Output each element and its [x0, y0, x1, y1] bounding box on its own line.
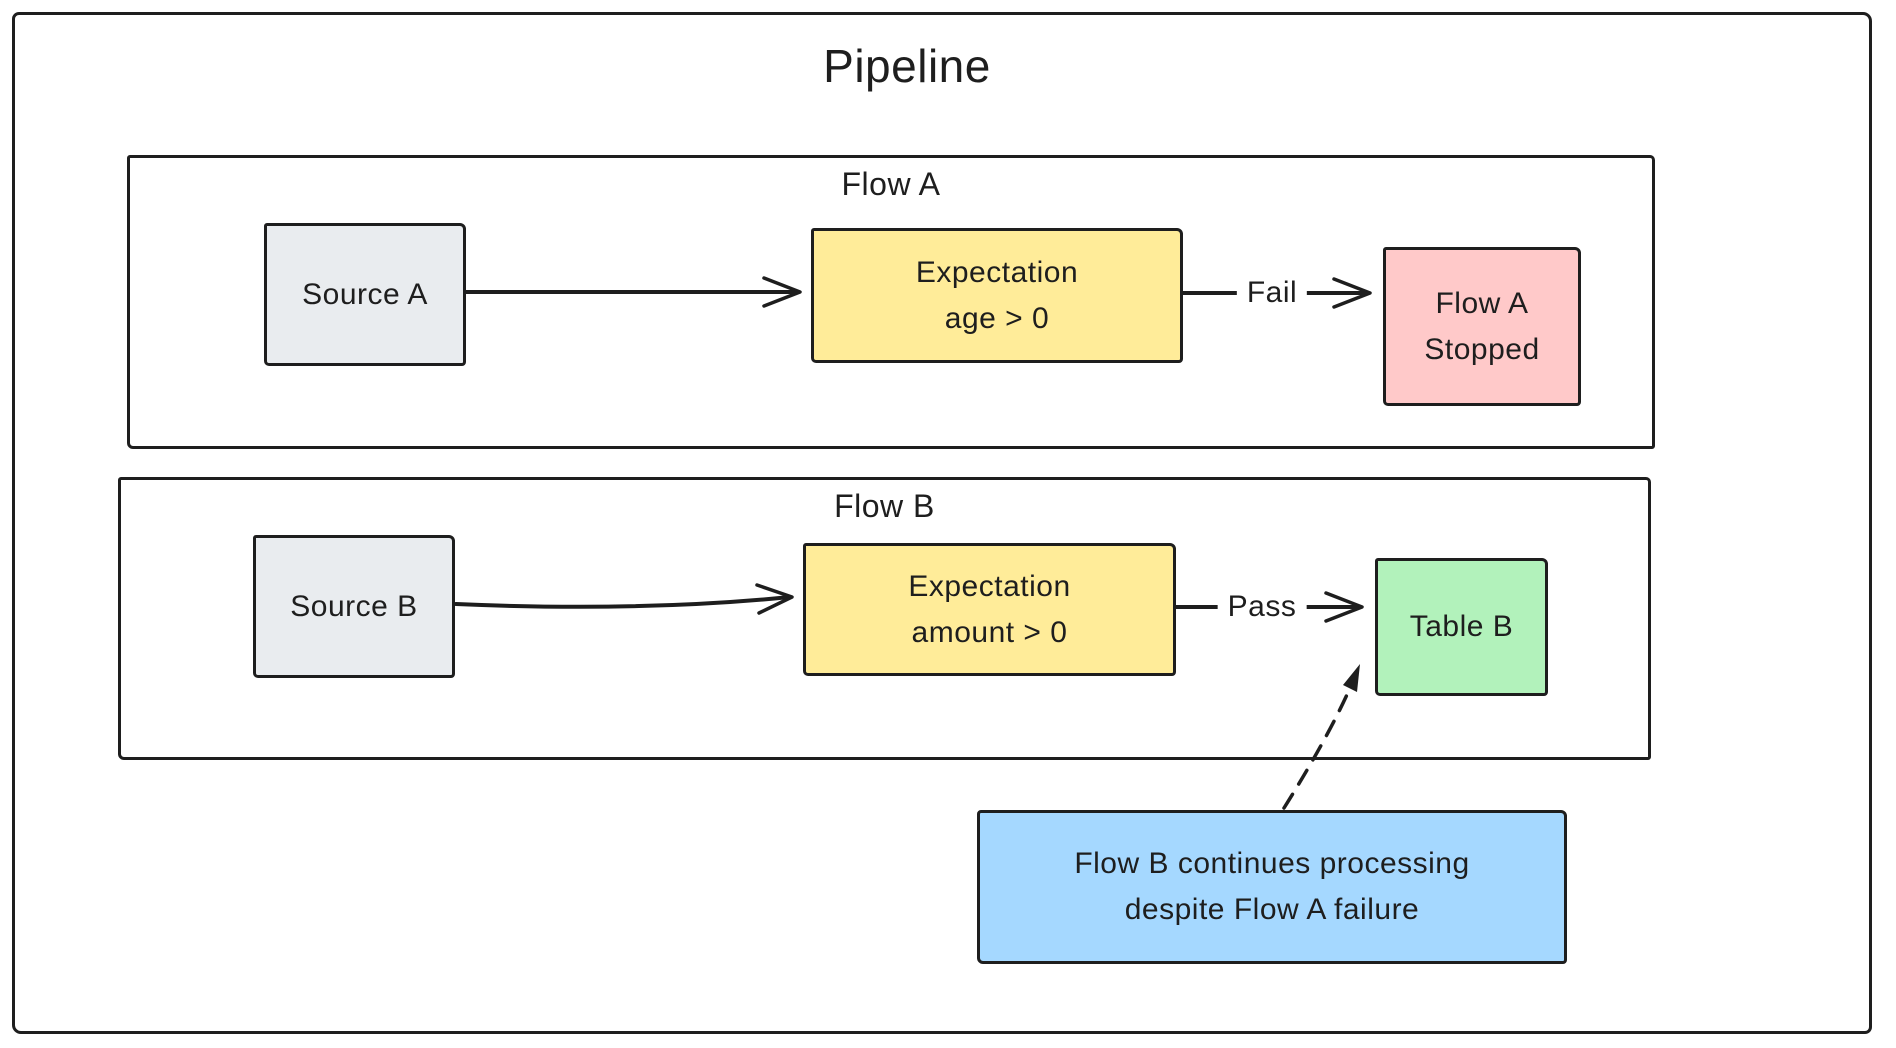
node-source-a-label: Source A	[302, 277, 428, 311]
flow-b-label: Flow B	[834, 488, 935, 524]
node-table-b-label: Table B	[1409, 610, 1514, 643]
pipeline-border	[12, 12, 1872, 1034]
node-expectation-b-line2: amount > 0	[911, 615, 1068, 649]
note-flow-b-continues: Flow B continues processing despite Flow…	[977, 810, 1567, 964]
diagram-title: Pipeline	[823, 40, 991, 92]
edge-label-pass: Pass	[1217, 588, 1307, 626]
node-flow-a-stopped-line2: Stopped	[1424, 332, 1540, 366]
node-expectation-a-line1: Expectation	[915, 255, 1079, 289]
note-line2: despite Flow A failure	[1124, 893, 1420, 926]
note-line1: Flow B continues processing	[1074, 847, 1470, 880]
node-source-b: Source B	[253, 535, 455, 678]
flow-a-label: Flow A	[841, 166, 941, 202]
edge-label-fail: Fail	[1236, 274, 1308, 312]
flow-b-container: Flow B Source B Expectation amount > 0 T…	[118, 477, 1651, 760]
flow-a-container: Flow A Source A Expectation age > 0 Flow…	[127, 155, 1655, 449]
node-expectation-b: Expectation amount > 0	[803, 543, 1176, 676]
node-expectation-a: Expectation age > 0	[811, 228, 1183, 363]
node-source-b-label: Source B	[290, 589, 418, 623]
node-flow-a-stopped: Flow A Stopped	[1383, 247, 1581, 406]
node-flow-a-stopped-line1: Flow A	[1435, 286, 1529, 320]
node-source-a: Source A	[264, 223, 466, 366]
node-expectation-a-line2: age > 0	[944, 301, 1050, 335]
node-table-b: Table B	[1375, 558, 1548, 696]
node-expectation-b-line1: Expectation	[908, 569, 1071, 603]
